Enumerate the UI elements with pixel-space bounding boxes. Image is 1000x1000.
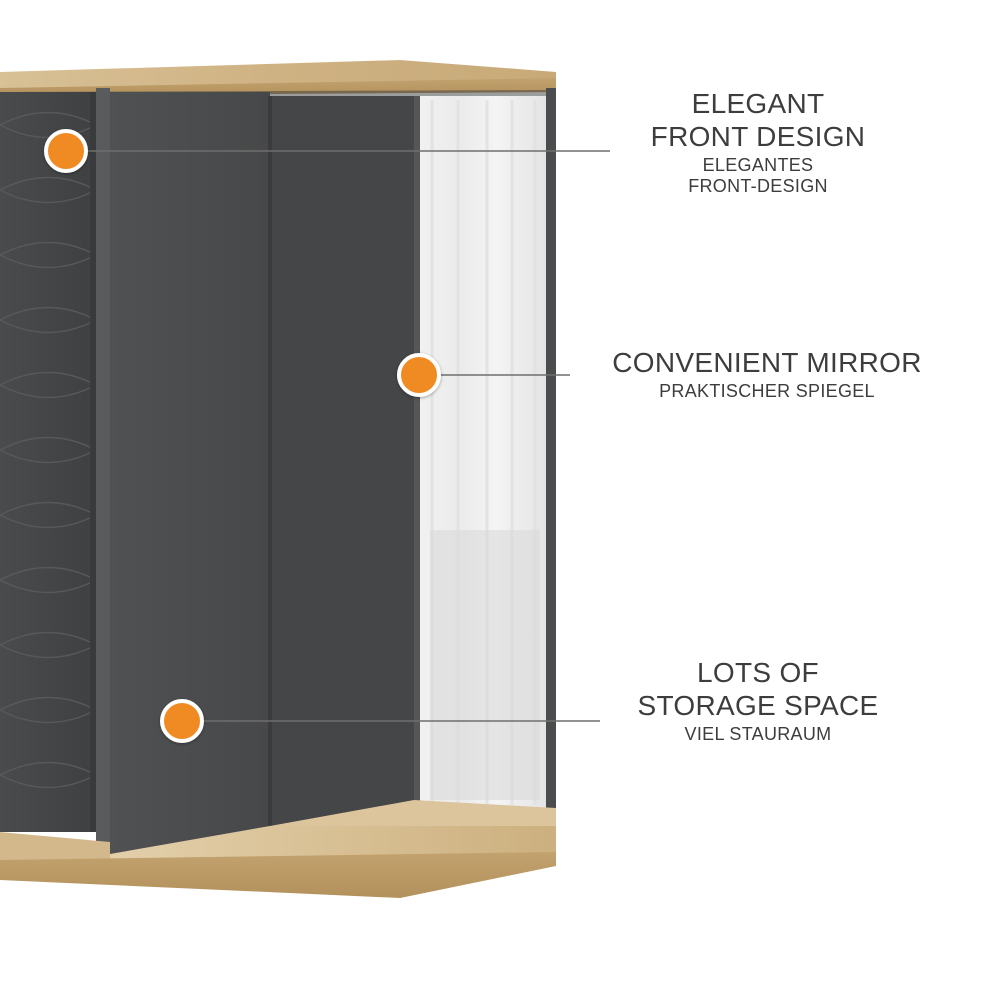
front-design-title-line1: ELEGANT	[691, 88, 825, 119]
mirror-marker[interactable]	[397, 353, 441, 397]
storage-title-line1: LOTS OF	[697, 657, 819, 688]
storage-callout: LOTS OF STORAGE SPACE VIEL STAURAUM	[600, 656, 916, 745]
front-design-subtitle-line2: FRONT-DESIGN	[688, 176, 828, 197]
front-design-marker[interactable]	[44, 129, 88, 173]
storage-subtitle: VIEL STAURAUM	[684, 724, 832, 745]
bottom-shelf-board	[0, 800, 556, 898]
front-design-title-line2: FRONT DESIGN	[650, 121, 866, 153]
storage-title-line2: STORAGE SPACE	[637, 690, 879, 722]
back-panel	[268, 96, 420, 826]
front-design-callout: ELEGANT FRONT DESIGN ELEGANTES FRONT-DES…	[600, 87, 916, 198]
mirror-subtitle: PRAKTISCHER SPIEGEL	[659, 381, 875, 402]
front-design-subtitle-line1: ELEGANTES	[702, 155, 814, 176]
mirror-callout: CONVENIENT MIRROR PRAKTISCHER SPIEGEL	[590, 346, 944, 402]
storage-marker[interactable]	[160, 699, 204, 743]
mirror-panel	[414, 88, 556, 848]
mirror-title: CONVENIENT MIRROR	[612, 347, 922, 378]
cabinet-door	[0, 92, 97, 832]
